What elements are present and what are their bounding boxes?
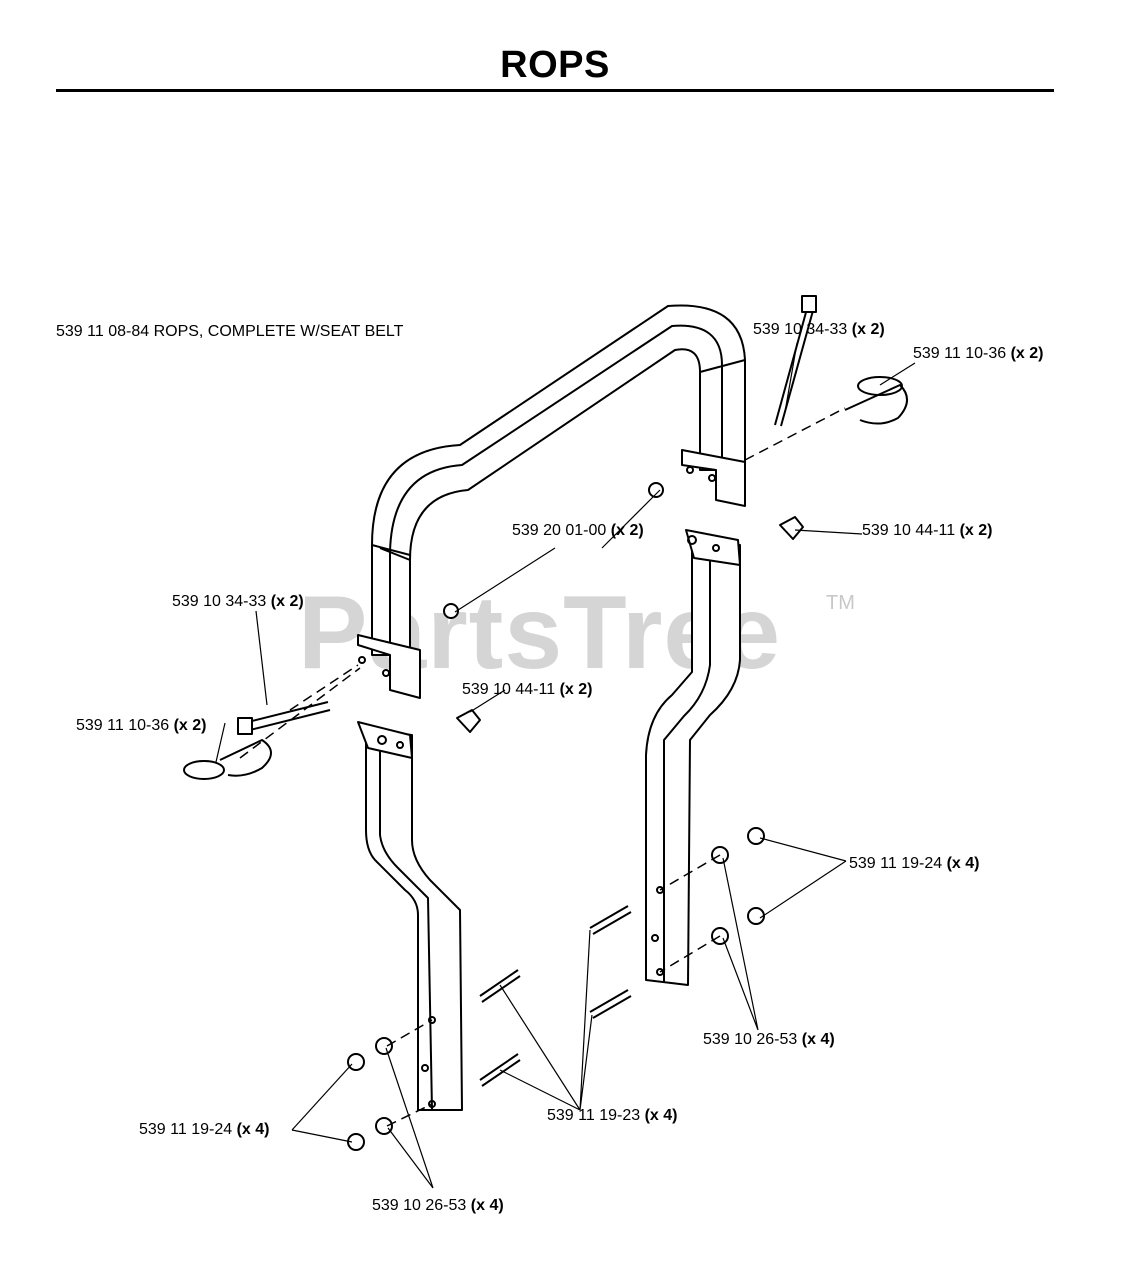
label-pin-left: 539 11 10-36 (x 2) <box>76 717 207 734</box>
label-pin-top-right: 539 11 10-36 (x 2) <box>913 345 1044 362</box>
lock-pin-left <box>183 739 272 780</box>
label-nut-left-lower: 539 11 19-24 (x 4) <box>139 1121 270 1138</box>
label-bolt-top-right: 539 10 34-33 (x 2) <box>753 321 885 338</box>
lock-pin-top-right <box>844 376 908 425</box>
nut-upper-right <box>648 482 664 498</box>
knob-left <box>456 709 481 733</box>
label-washer-right-lower: 539 10 26-53 (x 4) <box>703 1031 835 1048</box>
bolt-top-right <box>774 295 817 427</box>
page-title: ROPS <box>500 44 610 86</box>
label-washer-left-lower: 539 10 26-53 (x 4) <box>372 1197 504 1214</box>
rops-upper-hoop <box>357 304 746 699</box>
nut-left-1 <box>347 1053 365 1071</box>
label-bolt-left: 539 10 34-33 (x 2) <box>172 593 304 610</box>
leader-lines <box>215 342 916 1189</box>
nut-right-1 <box>747 827 765 845</box>
lower-bolts <box>479 905 632 1087</box>
washer-left-2 <box>375 1117 393 1135</box>
nut-right-2 <box>747 907 765 925</box>
label-assembly: 539 11 08-84 ROPS, COMPLETE W/SEAT BELT <box>56 323 404 340</box>
knob-right <box>779 516 804 540</box>
label-bolt-center-lower: 539 11 19-23 (x 4) <box>547 1107 678 1124</box>
watermark-tm: TM <box>826 592 855 614</box>
alignment-lines <box>239 407 846 1127</box>
label-knob-right: 539 10 44-11 (x 2) <box>862 522 993 539</box>
washer-left-1 <box>375 1037 393 1055</box>
label-knob-left: 539 10 44-11 (x 2) <box>462 681 593 698</box>
label-nut-right-lower: 539 11 19-24 (x 4) <box>849 855 980 872</box>
title-rule <box>56 89 1054 92</box>
nut-upper-left <box>443 603 459 619</box>
nut-left-2 <box>347 1133 365 1151</box>
bolt-left <box>237 701 331 735</box>
label-nut-center: 539 20 01-00 (x 2) <box>512 522 644 539</box>
rops-right-lower-leg <box>645 529 741 986</box>
rops-left-lower-leg <box>357 721 463 1111</box>
